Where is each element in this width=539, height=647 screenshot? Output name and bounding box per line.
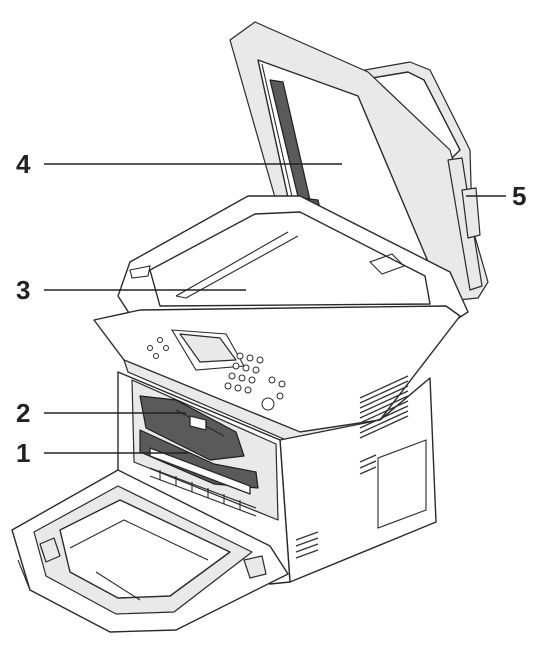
callout-number: 3	[16, 275, 30, 305]
callout-number: 1	[16, 438, 30, 468]
callout-number: 5	[512, 181, 526, 211]
callout-number: 2	[16, 398, 30, 428]
callout-number: 4	[16, 149, 31, 179]
